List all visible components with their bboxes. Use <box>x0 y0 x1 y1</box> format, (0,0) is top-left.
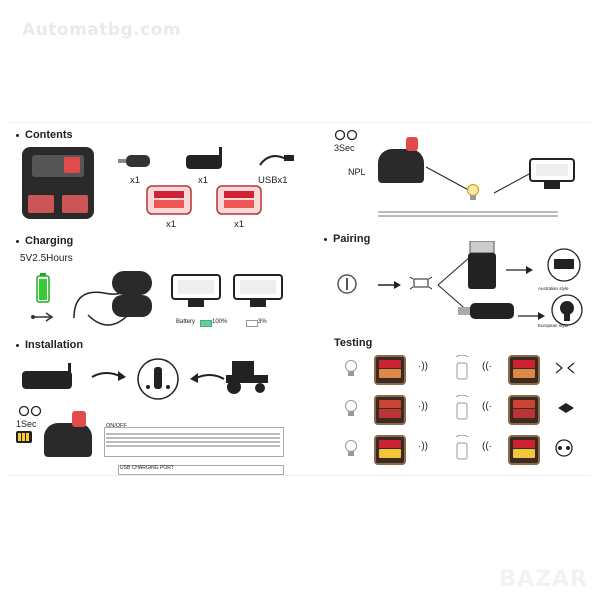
bazar-watermark: BAZAR <box>499 567 588 592</box>
battery-full-icon <box>36 273 50 303</box>
lamp-test-right <box>508 355 540 385</box>
bulb-icon <box>345 360 357 376</box>
bullet-icon <box>324 237 327 241</box>
battery-low-indicator <box>246 320 258 327</box>
section-testing-label: Testing <box>334 337 373 349</box>
transmitter-icon <box>186 147 222 169</box>
qty-charger: x1 <box>130 175 141 186</box>
section-installation: Installation <box>16 339 83 351</box>
qty-lamp-right: x1 <box>234 219 245 230</box>
transmitter-top-image <box>378 149 424 183</box>
lamp-test-right <box>508 395 540 425</box>
car-charger-icon <box>118 155 150 167</box>
timer-icon <box>18 405 42 417</box>
signal-in-icon: ((· <box>482 361 492 372</box>
lamp-charging-icon <box>171 274 221 307</box>
indicator-flash-icon <box>555 362 575 374</box>
lamp-test-left <box>374 435 406 465</box>
qty-lamp-left: x1 <box>166 219 177 230</box>
onoff-instructions-box <box>104 427 284 457</box>
arrow-right-icon <box>378 281 401 289</box>
bullet-icon <box>16 133 19 137</box>
instruction-card: Contents x1 x1 USBx1 x1 x1 Charging 5V2.… <box>8 122 591 476</box>
signal-in-icon: ((· <box>482 441 492 452</box>
charging-time: 5V2.5Hours <box>20 253 73 264</box>
transmitter-image <box>112 295 152 317</box>
onoff-title: ON/OFF <box>106 423 127 429</box>
transmitter-top-image <box>44 423 92 457</box>
timer-icon <box>334 129 358 141</box>
remote-icon <box>455 395 469 420</box>
australian-plug-icon <box>468 241 496 289</box>
arrow-left-icon <box>190 373 225 383</box>
section-contents: Contents <box>16 129 73 141</box>
battery-label: Battery <box>176 319 196 325</box>
battery-indicator-icon <box>16 431 32 443</box>
european-label: European style <box>538 323 569 328</box>
qty-transmitter: x1 <box>198 175 209 186</box>
usb-cable-icon <box>259 155 294 166</box>
power-switch-icon <box>337 274 357 294</box>
carry-case-image <box>22 147 94 219</box>
lamp-test-left <box>374 395 406 425</box>
lamp-charging-icon <box>233 274 283 307</box>
section-charging-label: Charging <box>25 235 74 247</box>
transmitter-mount-icon <box>22 363 72 389</box>
npl-label: NPL <box>348 167 366 177</box>
position-light-icon <box>555 439 573 457</box>
arrow-right-icon <box>506 266 533 274</box>
battery-full-indicator <box>200 320 212 327</box>
qty-usb: USBx1 <box>258 175 288 186</box>
signal-out-icon: ·)) <box>418 441 428 452</box>
lamp-unit-icon <box>216 185 262 215</box>
watermark-text: Automatbg.com <box>22 20 182 40</box>
bulb-icon <box>345 400 357 416</box>
install-timer: 1Sec <box>16 419 37 429</box>
section-charging: Charging <box>16 235 73 247</box>
lamp-flash-icon <box>409 276 433 290</box>
lamp-charging-icon <box>529 158 575 189</box>
section-pairing-label: Pairing <box>333 233 371 245</box>
battery-full-text: 100% <box>212 319 228 325</box>
hitch-socket-icon <box>137 358 179 400</box>
european-plug-icon <box>458 303 514 319</box>
tractor-icon <box>226 361 268 394</box>
npl-flow-arrows <box>425 166 543 194</box>
usb-port-box <box>118 465 284 475</box>
section-testing: Testing <box>334 337 372 349</box>
bulb-icon <box>345 440 357 456</box>
remote-icon <box>455 435 469 460</box>
section-contents-label: Contents <box>25 129 73 141</box>
remote-icon <box>455 355 469 380</box>
arrow-right-icon <box>91 371 126 381</box>
usb-icon <box>31 312 54 322</box>
npl-text-placeholder <box>378 209 558 219</box>
button-highlight <box>406 137 418 151</box>
arrow-right-icon <box>518 312 545 320</box>
npl-timer: 3Sec <box>334 143 355 153</box>
signal-out-icon: ·)) <box>418 361 428 372</box>
signal-in-icon: ((· <box>482 401 492 412</box>
australian-label: Australian style <box>538 286 569 291</box>
australian-socket-icon <box>547 248 581 282</box>
power-button-highlight <box>72 411 86 427</box>
lamp-test-right <box>508 435 540 465</box>
european-socket-icon <box>551 294 583 326</box>
section-pairing: Pairing <box>324 233 370 245</box>
bullet-icon <box>16 343 19 347</box>
bulb-icon <box>467 184 479 200</box>
battery-low-text: 3% <box>258 319 267 325</box>
brake-icon <box>558 403 574 413</box>
onoff-text-placeholder <box>106 431 280 449</box>
lamp-test-left <box>374 355 406 385</box>
signal-out-icon: ·)) <box>418 401 428 412</box>
section-installation-label: Installation <box>25 339 84 351</box>
transmitter-image <box>112 271 152 295</box>
usb-port-label: USB CHARGING PORT <box>120 465 174 471</box>
lamp-unit-icon <box>146 185 192 215</box>
bullet-icon <box>16 239 19 243</box>
